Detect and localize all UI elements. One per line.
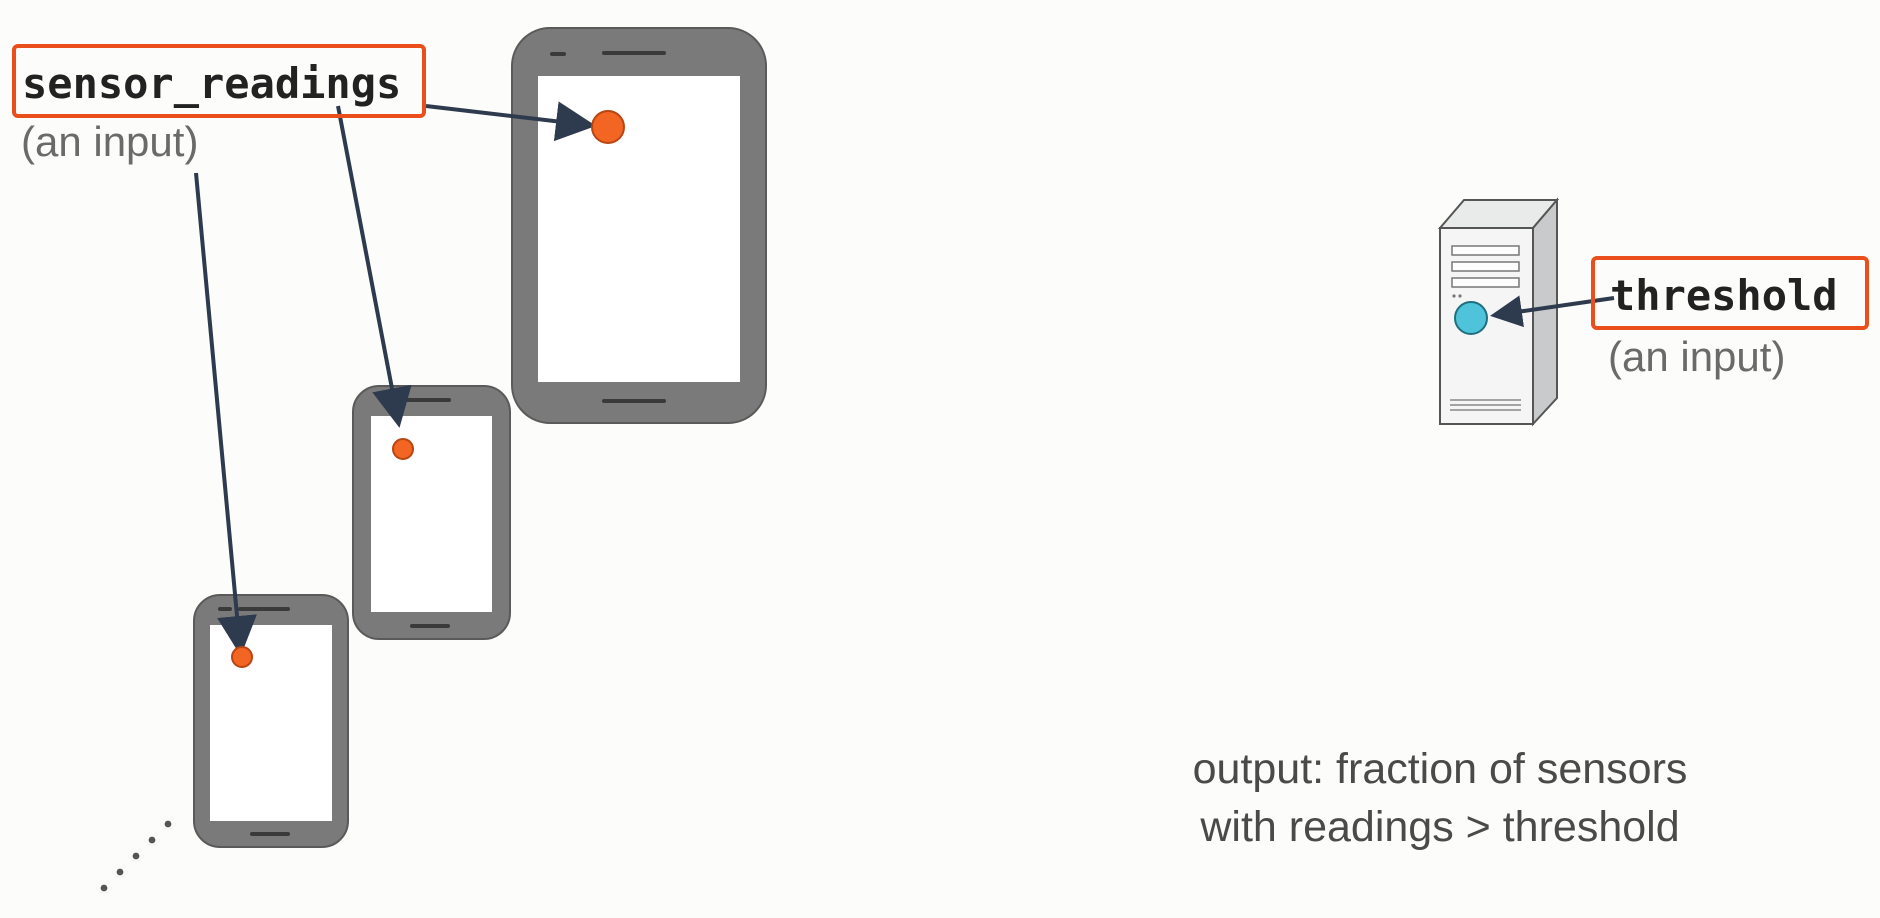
threshold-note: (an input) <box>1608 333 1786 380</box>
sensor-readings-label: sensor_readings <box>22 59 402 108</box>
phone-icon <box>352 385 511 640</box>
phone-icon <box>511 27 767 424</box>
threshold-label: threshold <box>1610 271 1838 320</box>
reading-dot <box>591 110 625 144</box>
threshold-highlight <box>1591 256 1869 330</box>
output-caption-line2: with readings > threshold <box>1200 803 1680 851</box>
arrow-to-small-phone <box>194 172 257 656</box>
arrow-to-medium-phone <box>336 105 412 428</box>
output-caption: output: fraction of sensors with reading… <box>1100 740 1780 856</box>
threshold-dot <box>1454 301 1488 335</box>
sensor-readings-highlight <box>12 44 426 118</box>
reading-dot <box>231 646 253 668</box>
phone-icon <box>193 594 349 848</box>
arrow-to-large-phone <box>425 101 596 142</box>
reading-dot <box>392 438 414 460</box>
sensor-readings-note: (an input) <box>21 118 199 165</box>
output-caption-line1: output: fraction of sensors <box>1192 745 1688 793</box>
continuation-dots <box>100 820 172 892</box>
